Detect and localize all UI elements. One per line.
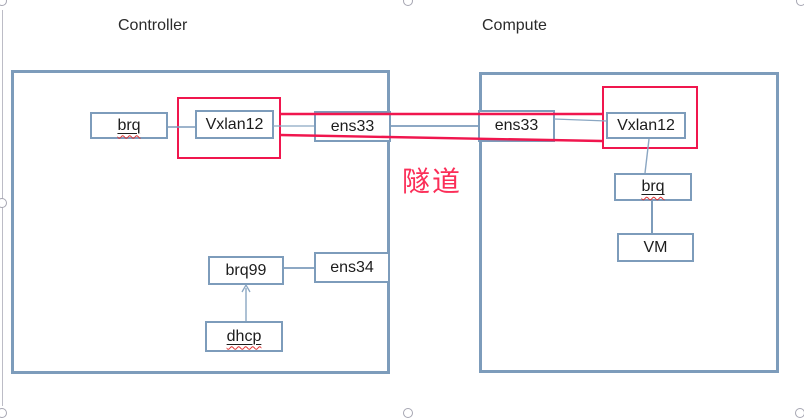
node-controller-vxlan12[interactable]: Vxlan12: [195, 110, 274, 139]
node-label: Vxlan12: [205, 115, 264, 133]
resize-handle-top-center[interactable]: [403, 0, 413, 6]
node-compute-vxlan12[interactable]: Vxlan12: [606, 112, 686, 139]
node-controller-dhcp[interactable]: dhcp: [205, 321, 283, 352]
tunnel-label: 隧道: [402, 166, 463, 197]
node-label: dhcp: [226, 327, 262, 345]
resize-handle-bottom-left[interactable]: [0, 408, 7, 418]
node-compute-vm[interactable]: VM: [617, 233, 694, 262]
resize-handle-left-middle[interactable]: [0, 198, 7, 208]
node-label: ens33: [330, 117, 375, 135]
node-label-wrap: brq: [641, 178, 664, 196]
resize-handle-bottom-center[interactable]: [403, 408, 413, 418]
node-label: ens33: [494, 117, 539, 134]
node-controller-brq99[interactable]: brq99: [208, 256, 284, 285]
node-controller-brq[interactable]: brq: [90, 112, 168, 139]
resize-handle-bottom-right[interactable]: [795, 408, 804, 418]
node-compute-brq[interactable]: brq: [614, 173, 692, 201]
compute-title: Compute: [482, 17, 547, 34]
node-label: ens34: [330, 258, 374, 276]
node-label: VM: [643, 238, 668, 256]
controller-box[interactable]: [11, 70, 390, 374]
node-label: brq: [117, 116, 141, 134]
compute-vxlan-highlight-rect[interactable]: [602, 86, 698, 149]
compute-box[interactable]: [479, 72, 779, 373]
node-label: brq: [641, 178, 665, 195]
node-label-wrap: dhcp: [227, 328, 262, 346]
node-compute-ens33[interactable]: ens33: [478, 110, 555, 142]
canvas-shape-left-edge: [2, 10, 3, 406]
node-label: Vxlan12: [617, 116, 675, 134]
controller-title: Controller: [118, 17, 188, 34]
resize-handle-top-left[interactable]: [0, 0, 7, 6]
node-controller-ens33[interactable]: ens33: [314, 111, 391, 142]
node-label: brq99: [225, 261, 267, 279]
node-controller-ens34[interactable]: ens34: [314, 252, 390, 283]
resize-handle-top-right[interactable]: [796, 0, 804, 6]
node-label-wrap: brq: [117, 117, 140, 135]
controller-vxlan-highlight-rect[interactable]: [177, 97, 281, 159]
